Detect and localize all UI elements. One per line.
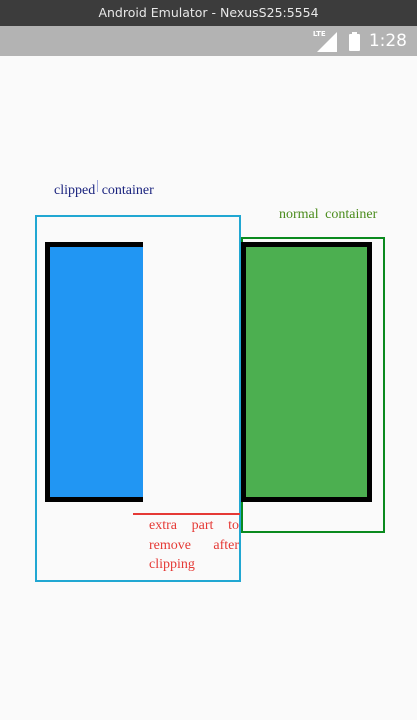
blue-panel-clipped bbox=[45, 242, 143, 502]
clipped-container-label: clipped container bbox=[54, 183, 154, 198]
text-cursor-mark bbox=[97, 180, 98, 192]
window-title: Android Emulator - NexusS25:5554 bbox=[98, 5, 319, 20]
green-panel bbox=[241, 242, 372, 502]
extra-part-label: extra part to remove after clipping bbox=[149, 518, 239, 572]
status-bar: LTE 1:28 bbox=[0, 26, 417, 56]
window-titlebar: Android Emulator - NexusS25:5554 bbox=[0, 0, 417, 26]
status-icons: LTE 1:28 bbox=[313, 26, 407, 56]
lte-signal-icon: LTE bbox=[313, 30, 339, 52]
normal-container-label: normal container bbox=[279, 207, 378, 222]
network-type-label: LTE bbox=[312, 30, 326, 38]
battery-body bbox=[348, 33, 360, 51]
extra-part-underline bbox=[133, 513, 240, 515]
status-clock: 1:28 bbox=[368, 31, 407, 51]
battery-cap bbox=[351, 31, 357, 34]
battery-icon bbox=[348, 31, 360, 51]
app-content: clipped container normal container extra… bbox=[0, 56, 417, 720]
signal-strength-icon bbox=[316, 32, 337, 52]
clipped-container bbox=[35, 215, 241, 582]
